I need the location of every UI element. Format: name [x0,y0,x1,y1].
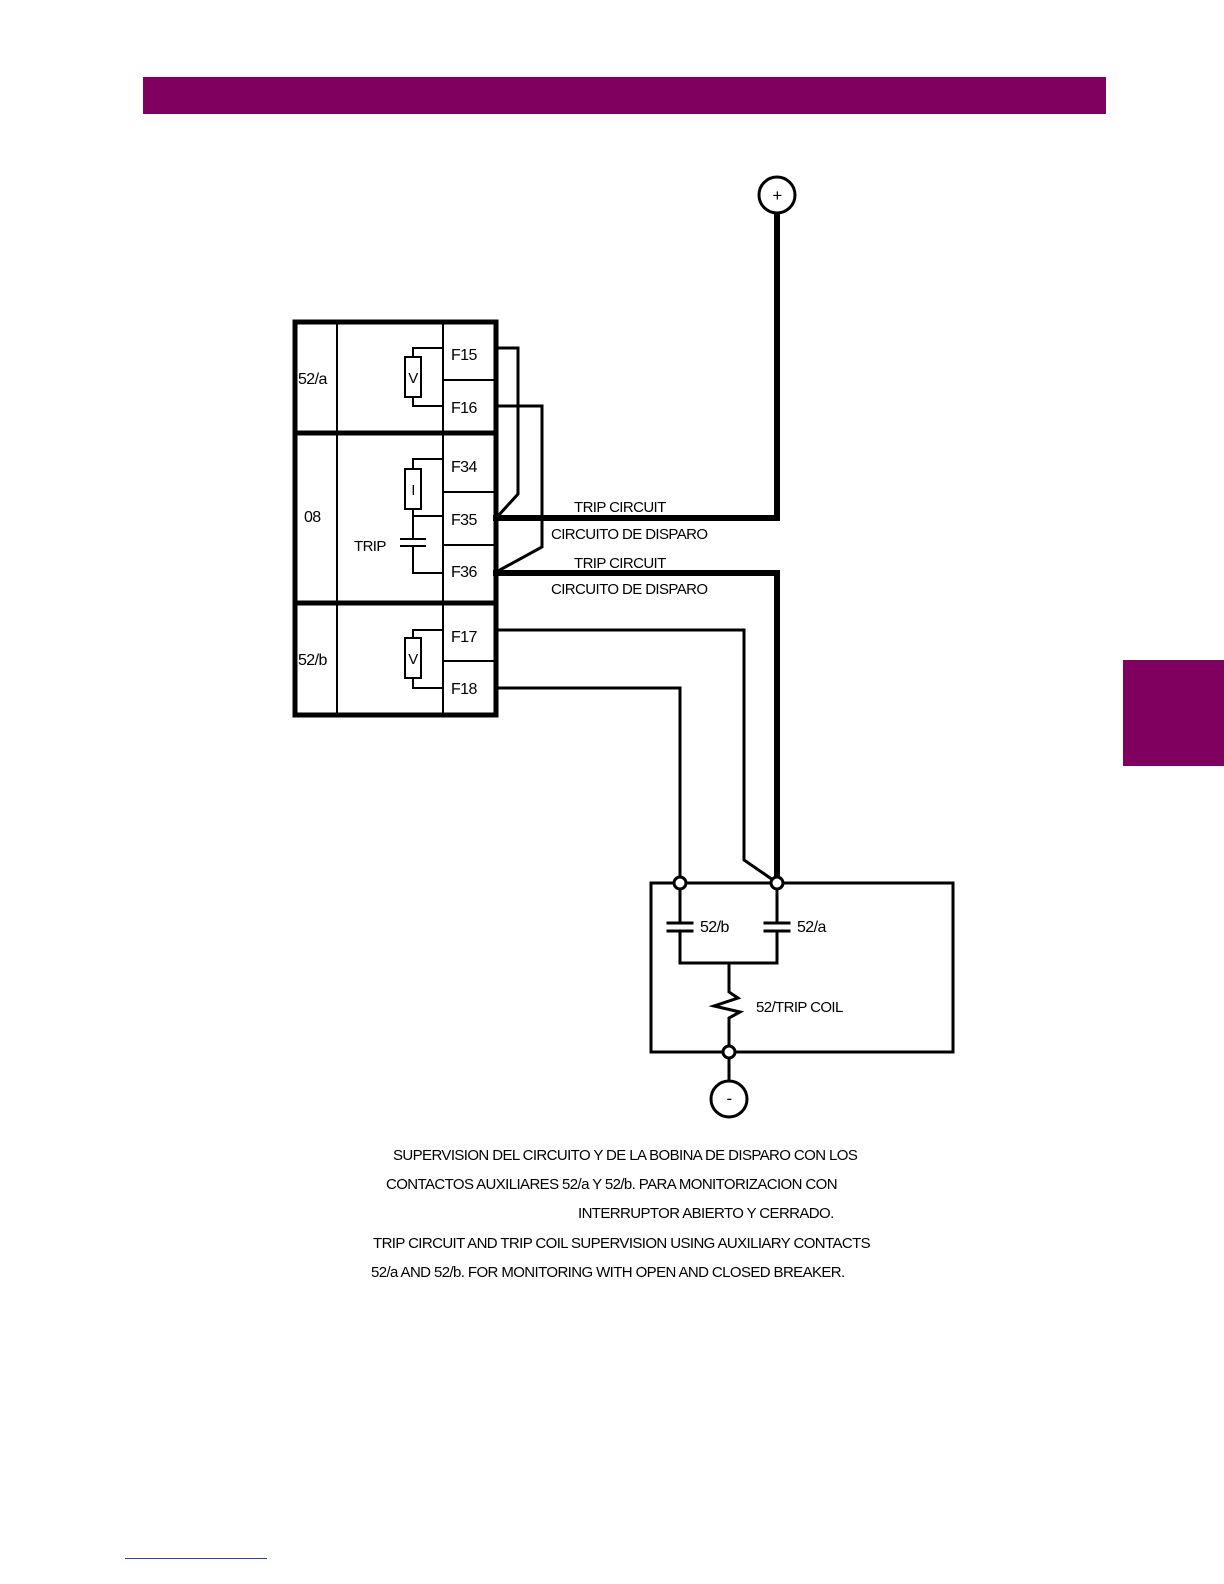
trip-coil-label: 52/TRIP COIL [756,999,843,1016]
terminal-f18-label: F18 [451,681,477,698]
positive-terminal [757,175,797,215]
cap-trip-wiring-bottom [412,545,444,574]
node-52a-top [769,875,785,891]
terminal-f34-label: F34 [451,459,477,476]
coil-52b-symbol [404,637,422,679]
caption-es-line-1: SUPERVISION DEL CIRCUITO Y DE LA BOBINA … [393,1147,858,1164]
group-52a-label: 52/a [298,371,327,388]
node-52b-top [672,875,688,891]
caption-en-line-1: TRIP CIRCUIT AND TRIP COIL SUPERVISION U… [373,1235,871,1252]
trip-circuit-2-en: TRIP CIRCUIT [574,555,666,572]
coil-52a-wiring-lower [412,396,444,407]
coil-52b-letter: V [408,651,418,668]
contact-52b-label: 52/b [700,919,729,936]
header-bar [143,77,1106,114]
breaker-box [649,881,955,1054]
coil-trip-wiring-top [412,458,444,470]
trip-circuit-2-es: CIRCUITO DE DISPARO [551,581,707,598]
coil-52b-wiring-lower [412,677,444,689]
wire-trip-circuit-to-breaker [493,570,780,886]
coil-52a-letter: V [408,370,418,387]
footer-rule [125,1558,267,1559]
terminal-f15-label: F15 [451,347,477,364]
node-coil-bottom [721,1044,737,1060]
negative-terminal [709,1079,749,1119]
coil-trip-letter: I [411,482,415,499]
caption-es-line-2: CONTACTOS AUXILIARES 52/a Y 52/b. PARA M… [386,1176,838,1193]
caption-en-line-2: 52/a AND 52/b. FOR MONITORING WITH OPEN … [371,1264,845,1281]
chapter-tab [1123,660,1224,766]
group-52b-label: 52/b [298,652,327,669]
terminal-f16-label: F16 [451,400,477,417]
group-trip-label: TRIP [354,538,386,555]
trip-circuit-1-es: CIRCUITO DE DISPARO [551,526,707,543]
trip-circuit-1-en: TRIP CIRCUIT [574,499,666,516]
terminal-f35-label: F35 [451,512,477,529]
caption-es-line-3: INTERRUPTOR ABIERTO Y CERRADO. [578,1205,834,1222]
coil-52b-wiring [412,629,444,639]
coil-52a-wiring [412,347,444,358]
coil-52a-symbol [404,356,422,398]
trip-coil-symbol [708,961,745,1054]
wire-f16-to-f36 [494,404,544,574]
negative-terminal-label: - [726,1089,731,1108]
wire-f17-to-52a [494,628,779,885]
wire-trip-circuit-positive [493,209,780,521]
contact-52a-label: 52/a [797,919,826,936]
terminal-f36-label: F36 [451,564,477,581]
wire-f18-to-52b [494,686,682,885]
positive-terminal-label: + [772,186,782,205]
group-trip-number: 08 [304,509,321,526]
terminal-f17-label: F17 [451,629,477,646]
wire-f15-to-f35 [494,346,520,519]
